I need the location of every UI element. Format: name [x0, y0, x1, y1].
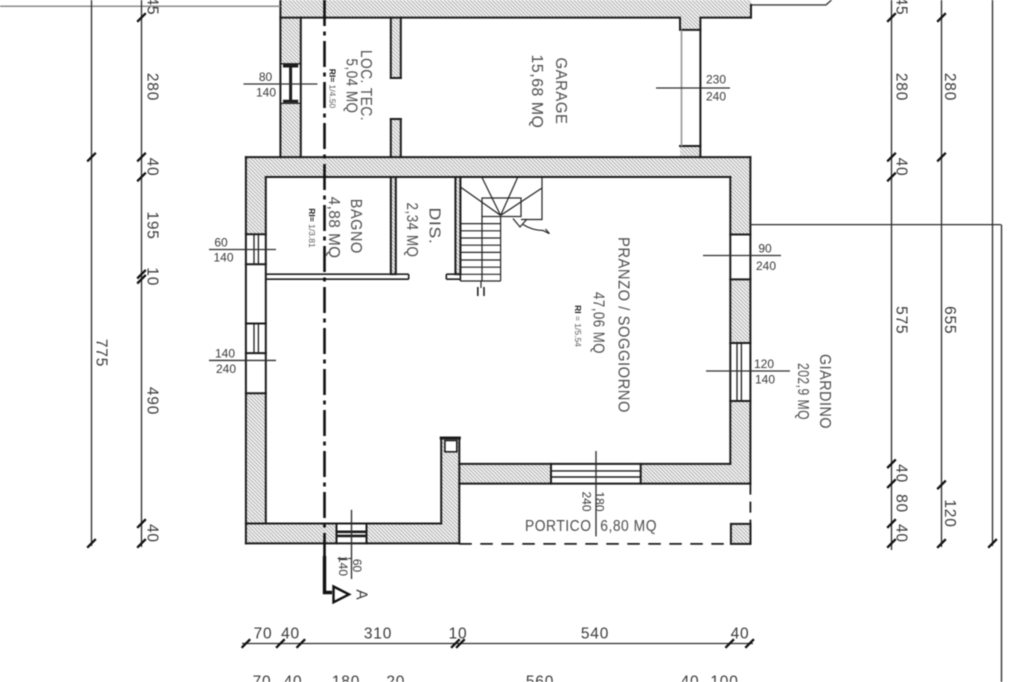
svg-text:5,04 MQ: 5,04 MQ	[343, 59, 360, 114]
svg-text:10: 10	[144, 267, 161, 286]
svg-text:230: 230	[706, 73, 726, 87]
svg-text:120: 120	[754, 357, 774, 371]
svg-text:40: 40	[144, 524, 161, 543]
svg-text:540: 540	[581, 626, 609, 643]
svg-text:40: 40	[144, 158, 161, 177]
svg-text:60: 60	[350, 559, 364, 573]
svg-text:280: 280	[941, 73, 958, 101]
svg-text:280: 280	[893, 73, 910, 101]
svg-text:575: 575	[893, 306, 910, 334]
svg-text:240: 240	[216, 362, 236, 376]
svg-text:80: 80	[259, 70, 273, 84]
svg-text:RI= 1/3.81: RI= 1/3.81	[307, 208, 317, 248]
svg-text:195: 195	[144, 211, 161, 239]
svg-text:GARAGE: GARAGE	[552, 58, 569, 125]
svg-text:202,9 MQ: 202,9 MQ	[794, 363, 811, 420]
svg-text:RI= 1/4.50: RI= 1/4.50	[328, 69, 338, 109]
svg-text:240: 240	[580, 491, 594, 511]
svg-text:310: 310	[364, 626, 392, 643]
svg-text:655: 655	[941, 306, 958, 334]
svg-text:775: 775	[93, 339, 110, 367]
svg-text:40: 40	[681, 674, 700, 682]
svg-text:240: 240	[706, 90, 726, 104]
svg-text:LOC. TEC.: LOC. TEC.	[357, 50, 374, 121]
svg-text:15,68 MQ: 15,68 MQ	[528, 55, 545, 129]
svg-text:560: 560	[526, 674, 554, 682]
svg-text:80: 80	[893, 494, 910, 513]
svg-text:140: 140	[213, 251, 233, 265]
svg-text:180: 180	[332, 674, 360, 682]
svg-text:A: A	[353, 589, 370, 600]
svg-text:PORTICO 6,80 MQ: PORTICO 6,80 MQ	[525, 518, 657, 535]
svg-text:10: 10	[449, 626, 468, 643]
svg-text:280: 280	[144, 73, 161, 101]
svg-text:100: 100	[710, 674, 738, 682]
svg-text:GIARDINO: GIARDINO	[816, 354, 833, 429]
svg-text:4,88 MQ: 4,88 MQ	[325, 197, 342, 259]
svg-text:40: 40	[731, 626, 750, 643]
svg-text:40: 40	[893, 158, 910, 177]
svg-text:70: 70	[253, 674, 272, 682]
svg-text:40: 40	[893, 464, 910, 483]
svg-text:140: 140	[215, 346, 235, 360]
svg-text:140: 140	[336, 556, 350, 576]
svg-text:90: 90	[758, 242, 772, 256]
svg-text:70: 70	[254, 626, 273, 643]
svg-text:120: 120	[941, 499, 958, 527]
svg-text:140: 140	[256, 86, 276, 100]
svg-text:2,34 MQ: 2,34 MQ	[403, 203, 420, 258]
svg-text:240: 240	[756, 259, 776, 273]
svg-text:47,06 MQ: 47,06 MQ	[590, 292, 607, 354]
svg-text:BAGNO: BAGNO	[347, 199, 364, 254]
svg-text:20: 20	[386, 674, 405, 682]
svg-text:140: 140	[755, 373, 775, 387]
svg-text:490: 490	[144, 387, 161, 415]
svg-text:40: 40	[284, 674, 303, 682]
svg-text:45: 45	[144, 0, 161, 15]
svg-text:60: 60	[214, 236, 228, 250]
svg-text:40: 40	[893, 524, 910, 543]
svg-text:RI = 1/5.54: RI = 1/5.54	[573, 305, 583, 347]
svg-text:DIS.: DIS.	[425, 208, 442, 245]
svg-text:45: 45	[893, 0, 910, 15]
svg-text:180: 180	[593, 491, 607, 511]
svg-text:PRANZO / SOGGIORNO: PRANZO / SOGGIORNO	[615, 237, 632, 413]
svg-text:40: 40	[281, 626, 300, 643]
